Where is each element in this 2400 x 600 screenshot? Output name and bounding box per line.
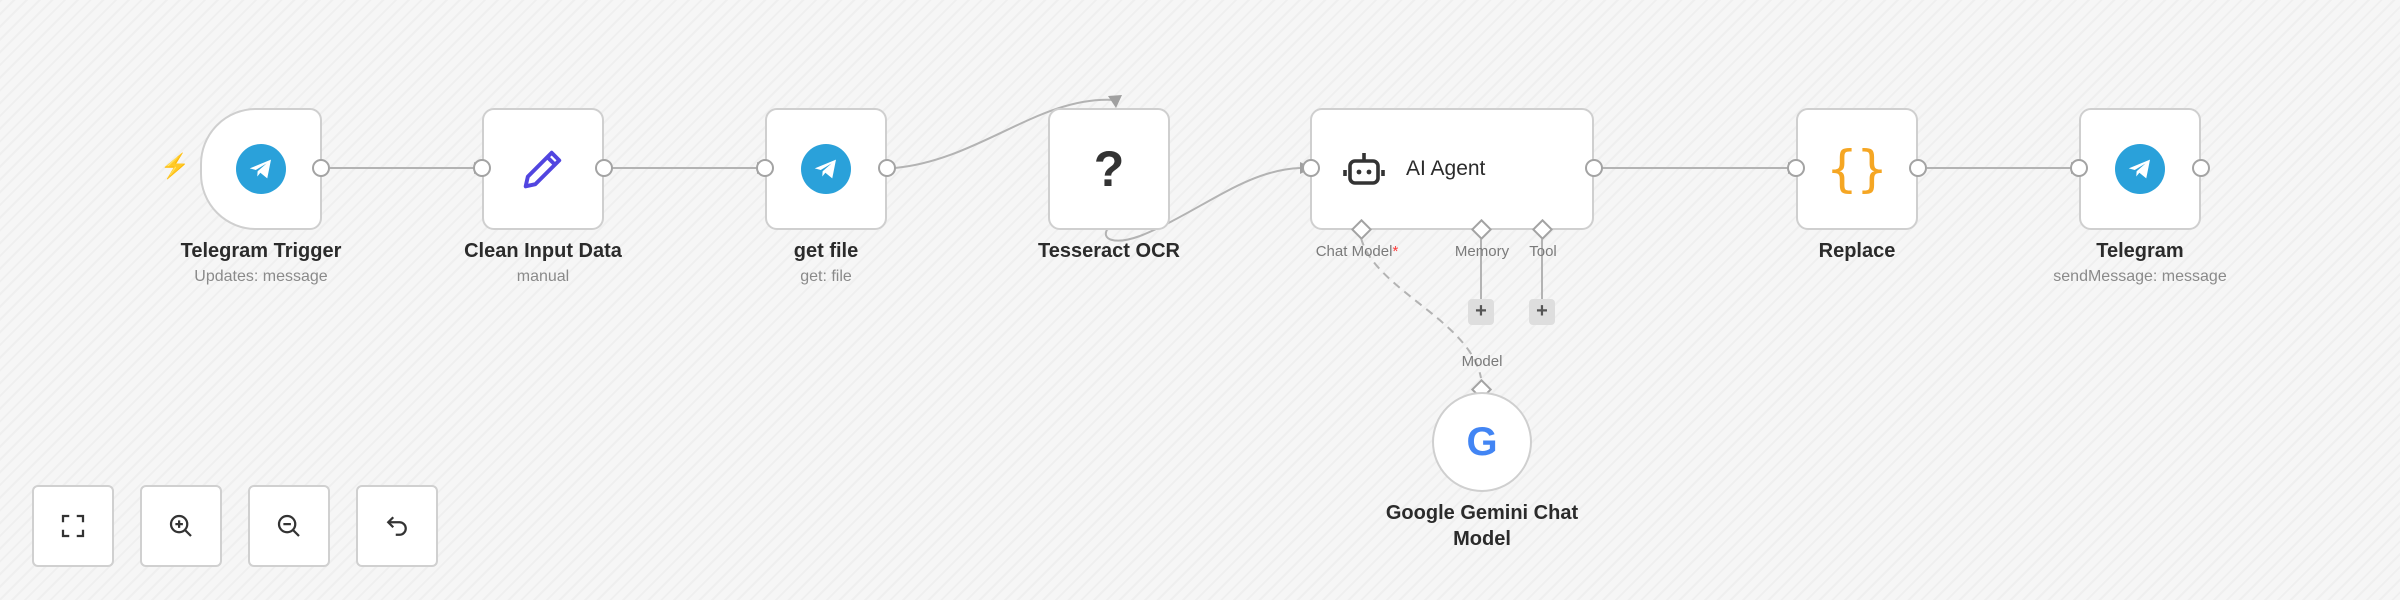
node-clean-input-data[interactable] [482, 108, 604, 230]
telegram-icon [2115, 144, 2165, 194]
pencil-icon [523, 150, 562, 189]
zoom-in-icon [169, 514, 192, 537]
model-slot-label: Model [1461, 353, 1503, 370]
connection-getfile-to-ocr [894, 98, 1116, 169]
node-subtitle: get: file [800, 268, 852, 285]
connection-chat-model [1360, 237, 1482, 379]
node-label: Telegram [2096, 240, 2184, 262]
node-label: Telegram Trigger [180, 240, 342, 262]
telegram-icon [236, 144, 286, 194]
input-port[interactable] [756, 159, 774, 177]
fit-view-button[interactable] [32, 485, 114, 567]
output-port[interactable] [1585, 159, 1603, 177]
output-port[interactable] [2192, 159, 2210, 177]
output-port[interactable] [595, 159, 613, 177]
node-telegram-trigger[interactable] [200, 108, 322, 230]
input-port[interactable] [2070, 159, 2088, 177]
input-port[interactable] [1302, 159, 1320, 177]
node-subtitle: Updates: message [194, 268, 328, 285]
telegram-icon [801, 144, 851, 194]
node-get-file[interactable] [765, 108, 887, 230]
zoom-in-button[interactable] [140, 485, 222, 567]
output-port[interactable] [1909, 159, 1927, 177]
undo-button[interactable] [356, 485, 438, 567]
lightning-icon: ⚡ [160, 153, 190, 180]
memory-slot-label: Memory [1454, 243, 1510, 260]
output-port[interactable] [312, 159, 330, 177]
node-label: Google Gemini Chat [1385, 502, 1579, 524]
node-google-gemini-chat-model[interactable]: G [1432, 392, 1532, 492]
slot-name: Chat Model [1315, 243, 1393, 260]
undo-icon [386, 516, 407, 536]
zoom-out-button[interactable] [248, 485, 330, 567]
node-tesseract-ocr[interactable]: ? [1048, 108, 1170, 230]
node-label: Clean Input Data [464, 240, 622, 262]
fullscreen-icon [61, 514, 85, 538]
node-telegram[interactable] [2079, 108, 2201, 230]
arrowhead-ocr [1108, 95, 1122, 108]
node-subtitle: sendMessage: message [2053, 268, 2227, 285]
node-label: AI Agent [1406, 157, 1486, 180]
input-port[interactable] [1787, 159, 1805, 177]
question-icon: ? [1093, 141, 1125, 197]
tool-slot-label: Tool [1529, 243, 1557, 260]
robot-icon [1343, 153, 1385, 185]
node-replace[interactable]: {} [1796, 108, 1918, 230]
node-subtitle: manual [516, 268, 570, 285]
google-icon: G [1466, 419, 1498, 464]
node-label: Tesseract OCR [1038, 240, 1180, 262]
node-ai-agent[interactable]: AI Agent [1310, 108, 1594, 230]
add-tool-button[interactable]: + [1529, 299, 1555, 325]
node-label: Replace [1818, 240, 1896, 262]
input-port[interactable] [473, 159, 491, 177]
chat-model-slot-label: Chat Model* [1316, 243, 1399, 260]
required-mark: * [1392, 243, 1399, 260]
output-port[interactable] [878, 159, 896, 177]
zoom-out-icon [277, 514, 300, 537]
add-memory-button[interactable]: + [1468, 299, 1494, 325]
code-braces-icon: {} [1826, 140, 1888, 198]
node-label: get file [793, 240, 859, 262]
node-label-line2: Model [1453, 528, 1511, 550]
